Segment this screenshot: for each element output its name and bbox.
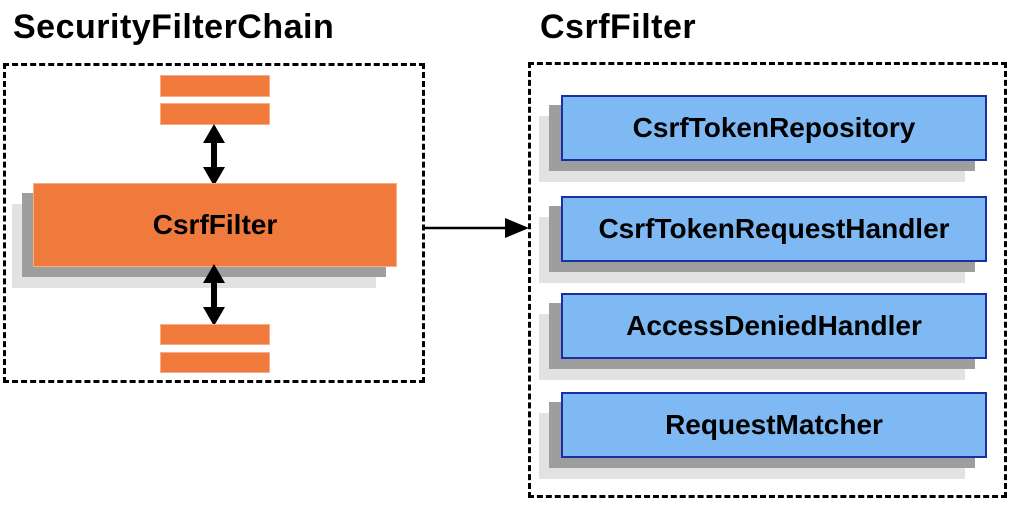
- csrf-filter-container: [528, 62, 1007, 498]
- component-label: AccessDeniedHandler: [626, 310, 922, 341]
- csrf-filter-title: CsrfFilter: [540, 8, 697, 46]
- filter-placeholder-bar: [160, 103, 270, 125]
- component-label: CsrfTokenRequestHandler: [598, 213, 950, 244]
- security-filter-chain-title: SecurityFilterChain: [13, 8, 335, 46]
- double-arrow-icon: [203, 124, 225, 186]
- component-box-request-matcher: RequestMatcher: [561, 392, 987, 458]
- filter-placeholder-bar: [160, 324, 270, 345]
- flow-arrow-icon: [424, 218, 529, 238]
- filter-placeholder-bar: [160, 75, 270, 97]
- filter-placeholder-bar: [160, 352, 270, 373]
- double-arrow-icon: [203, 264, 225, 326]
- component-box-csrf-token-repository: CsrfTokenRepository: [561, 95, 987, 161]
- component-label: CsrfTokenRepository: [632, 112, 916, 143]
- component-box-access-denied-handler: AccessDeniedHandler: [561, 293, 987, 359]
- component-box-csrf-token-request-handler: CsrfTokenRequestHandler: [561, 196, 987, 262]
- csrf-filter-box-label: CsrfFilter: [152, 209, 278, 240]
- component-label: RequestMatcher: [665, 409, 883, 440]
- csrf-filter-box: CsrfFilter: [33, 183, 397, 267]
- security-filter-chain-container: [3, 63, 425, 383]
